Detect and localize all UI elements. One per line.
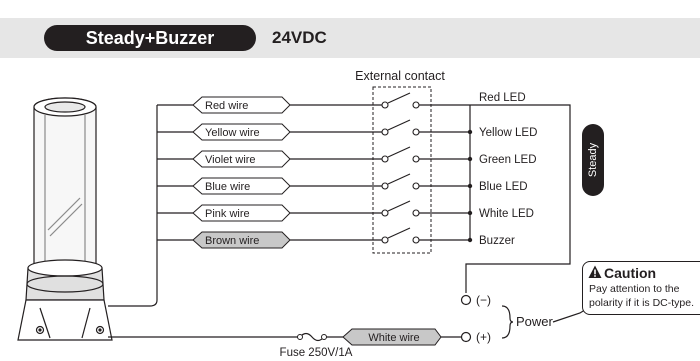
power-positive-label: (+)	[476, 330, 491, 344]
fuse-terminal-left	[297, 334, 303, 340]
wire-label: Blue wire	[205, 181, 250, 193]
mode-title: Steady+Buzzer	[44, 25, 256, 51]
junction-dot	[467, 237, 473, 243]
wire-row: Blue wire Blue LED	[157, 159, 528, 195]
power-label: Power	[516, 314, 554, 329]
output-label: Red LED	[479, 92, 526, 104]
steady-tab	[582, 124, 604, 196]
output-label: Blue LED	[479, 181, 528, 193]
switch-contact	[381, 101, 389, 109]
wire-row: Yellow wire Yellow LED	[157, 105, 537, 141]
wire-label: Pink wire	[205, 208, 250, 220]
switch-contact	[412, 182, 420, 190]
switch-contact	[412, 236, 420, 244]
switch-contact	[381, 182, 389, 190]
wire-label: Yellow wire	[205, 127, 260, 139]
power-terminals	[460, 294, 514, 343]
voltage-label: 24VDC	[272, 28, 327, 47]
wire-label: Brown wire	[205, 235, 259, 247]
white-wire-tag	[342, 328, 442, 346]
switch-lever	[387, 200, 411, 212]
common-line	[465, 104, 571, 293]
output-label: Yellow LED	[479, 127, 537, 139]
wire-row: Red wire Red LED	[157, 92, 526, 114]
external-contact-label: External contact	[355, 69, 445, 83]
caution-box	[582, 261, 700, 315]
cable-bundle	[108, 105, 158, 307]
switch-contact	[381, 155, 389, 163]
switch-contact	[381, 236, 389, 244]
steady-tab-label: Steady	[587, 142, 599, 178]
switch-contact	[381, 209, 389, 217]
white-wire-label: White wire	[368, 332, 419, 344]
caution-line-1: Pay attention to the	[589, 283, 680, 295]
switch-lever	[387, 227, 411, 239]
switch-contact	[412, 128, 420, 136]
output-label: White LED	[479, 208, 534, 220]
wire-row: Pink wire White LED	[157, 186, 534, 222]
caution-line-2: polarity if it is DC-type.	[589, 297, 695, 309]
caution-title: Caution	[604, 265, 657, 281]
switch-contact	[412, 155, 420, 163]
power-negative-label: (−)	[476, 293, 491, 307]
fuse-label: Fuse 250V/1A	[280, 347, 353, 359]
switch-contact	[412, 101, 420, 109]
switch-lever	[387, 146, 411, 158]
switch-lever	[387, 173, 411, 185]
switch-contact	[381, 128, 389, 136]
wire-label: Red wire	[205, 100, 248, 112]
warning-icon	[588, 265, 602, 278]
switch-contact	[412, 209, 420, 217]
wire-row: Violet wire Green LED	[157, 132, 537, 168]
switch-lever	[387, 92, 411, 104]
wire-label: Violet wire	[205, 154, 256, 166]
signal-tower-illustration	[17, 97, 113, 341]
output-label: Green LED	[479, 154, 537, 166]
switch-lever	[387, 119, 411, 131]
external-contact-box	[372, 86, 432, 254]
fuse-terminal-right	[321, 334, 327, 340]
caution-text: Pay attention to the polarity if it is D…	[589, 282, 694, 310]
output-label: Buzzer	[479, 235, 515, 247]
power-positive-line	[108, 332, 461, 342]
wire-row: Brown wire Buzzer	[157, 213, 515, 249]
